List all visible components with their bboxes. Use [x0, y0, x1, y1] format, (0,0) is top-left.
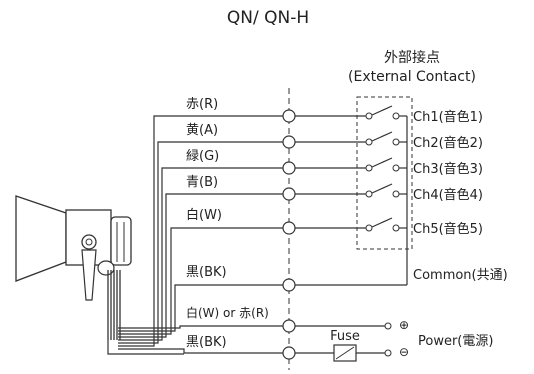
switch-ch3 — [365, 157, 400, 172]
wire-label-green: 緑(G) — [186, 149, 219, 164]
fuse-label: Fuse — [330, 329, 360, 344]
common-wire-label: 黒(BK) — [186, 265, 227, 280]
mount-knob-icon — [81, 234, 97, 250]
channel-label-ch5: Ch5(音色5) — [413, 221, 483, 237]
channel-label-ch3: Ch3(音色3) — [413, 161, 483, 177]
channel-label-ch2: Ch2(音色2) — [413, 135, 483, 151]
power-positive-label: 白(W) or 赤(R) — [186, 305, 269, 320]
terminal-ch1 — [282, 109, 296, 123]
switch-ch2 — [365, 131, 400, 146]
terminal-ch4 — [282, 187, 296, 201]
power-label: Power(電源) — [418, 334, 493, 349]
external-contact-title-jp: 外部接点 — [384, 49, 440, 66]
cable-bundle — [107, 270, 121, 340]
wire-label-white: 白(W) — [186, 207, 222, 223]
wire-label-blue: 青(B) — [186, 175, 218, 190]
wires — [107, 115, 289, 355]
external-contact-title-en: (External Contact) — [348, 69, 476, 85]
channel-label-ch1: Ch1(音色1) — [413, 109, 483, 125]
switch-ch1 — [365, 105, 400, 120]
switch-ch4 — [365, 183, 400, 198]
power-negative-terminal — [384, 349, 392, 357]
terminal-power-positive — [282, 319, 296, 333]
mount-bracket — [81, 249, 97, 301]
power-negative-label: 黒(BK) — [186, 335, 227, 350]
terminal-ch5 — [282, 221, 296, 235]
switch-ch5 — [365, 217, 400, 232]
terminal-ch2 — [282, 135, 296, 149]
terminal-power-negative — [282, 346, 296, 360]
page-title: QN/ QN-H — [227, 8, 309, 28]
external-contact-box — [356, 96, 413, 250]
common-label: Common(共通) — [413, 268, 508, 283]
terminal-common — [282, 278, 296, 292]
plus-icon: ⊕ — [399, 318, 409, 332]
power-lines — [295, 325, 385, 354]
wire-label-red: 赤(R) — [186, 97, 218, 112]
minus-icon: ⊖ — [399, 345, 409, 359]
power-positive-terminal — [384, 322, 392, 330]
fuse-element — [335, 346, 355, 360]
wire-label-yellow: 黄(A) — [186, 123, 218, 138]
horn-speaker — [15, 195, 132, 301]
terminals — [282, 109, 296, 360]
switch-feed-lines — [295, 115, 366, 229]
channel-label-ch4: Ch4(音色4) — [413, 187, 483, 203]
common-return-lines — [295, 115, 408, 286]
terminal-ch3 — [282, 161, 296, 175]
